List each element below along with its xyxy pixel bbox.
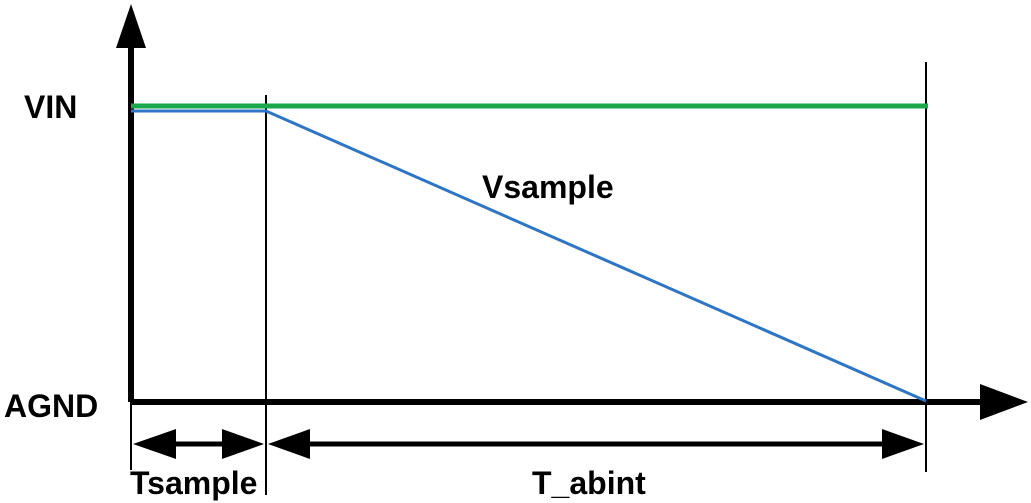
tsample-label: Tsample (130, 465, 257, 501)
vsample-label: Vsample (482, 169, 614, 205)
tsample-left-arrowhead (133, 429, 176, 459)
t-abint-label: T_abint (532, 465, 646, 501)
agnd-label: AGND (4, 388, 98, 424)
x-axis-arrowhead (980, 384, 1028, 420)
y-axis-arrowhead (116, 4, 146, 48)
t-abint-right-arrowhead (882, 429, 924, 459)
vin-label: VIN (24, 89, 77, 125)
t-abint-left-arrowhead (268, 429, 310, 459)
vsample-trace (131, 109, 927, 403)
tsample-right-arrowhead (222, 429, 264, 459)
